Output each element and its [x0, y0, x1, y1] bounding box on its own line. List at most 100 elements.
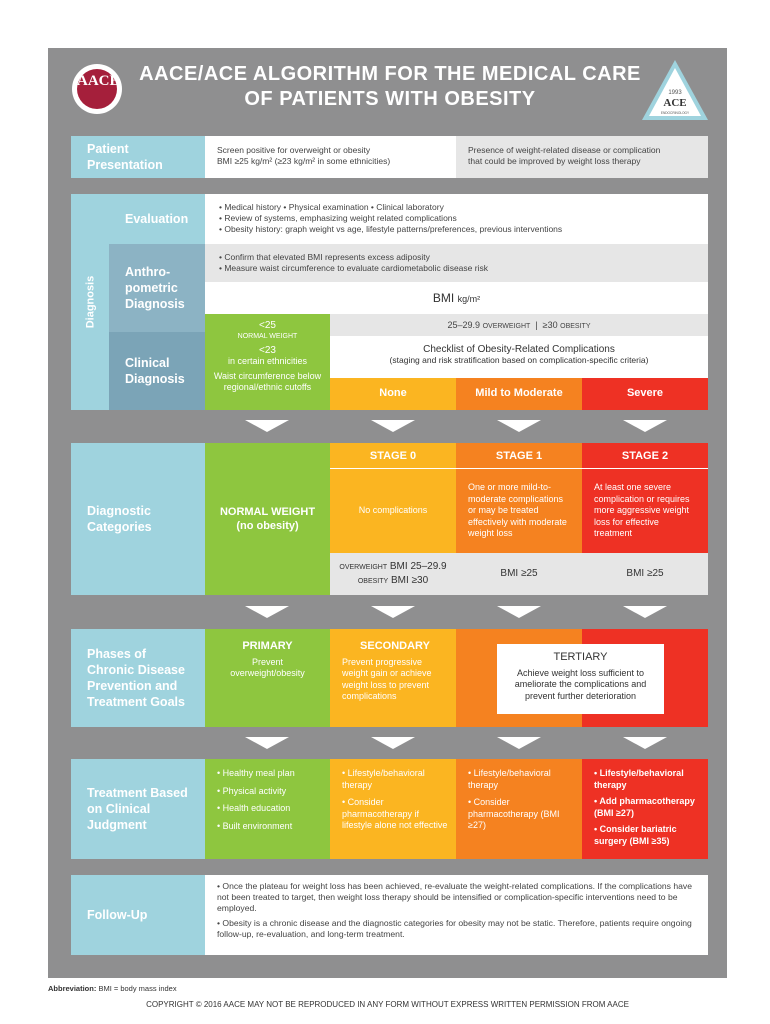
evaluation-item: • Medical history • Physical examination… — [219, 202, 444, 212]
secondary-phase: SECONDARY Prevent progressive weight gai… — [330, 629, 456, 727]
severity-none: None — [330, 378, 456, 410]
normal-ethnic-text: in certain ethnicities — [227, 356, 308, 366]
bmi-label: BMI — [432, 291, 455, 305]
flow-arrow — [245, 420, 289, 432]
label-line: Phases of — [87, 647, 147, 661]
flow-arrow — [245, 606, 289, 618]
bmi-value: BMI ≥30 — [390, 575, 429, 586]
flow-arrow — [497, 737, 541, 749]
bmi-value: BMI 25–29.9 — [389, 561, 447, 572]
ace-logo: 1993 ACE ENDOCRINOLOGY — [642, 60, 708, 120]
label-line: pometric — [125, 281, 178, 295]
flow-arrow — [497, 420, 541, 432]
copyright: COPYRIGHT © 2016 AACE MAY NOT BE REPRODU… — [146, 1000, 629, 1009]
treatment-item: Built environment — [217, 821, 324, 833]
tertiary-box: TERTIARY Achieve weight loss sufficient … — [497, 644, 664, 714]
svg-text:1993: 1993 — [668, 90, 682, 96]
treatment-item: Lifestyle/behavioral therapy — [468, 768, 574, 791]
bmi-range-obesity: ≥30 — [542, 320, 558, 330]
follow-up-content: Once the plateau for weight loss has bee… — [205, 875, 708, 955]
evaluation-item: • Obesity history: graph weight vs age, … — [219, 224, 563, 234]
obesity-tag: OBESITY — [357, 578, 389, 585]
tertiary-title: TERTIARY — [553, 651, 608, 663]
follow-up-item: Obesity is a chronic disease and the dia… — [217, 918, 696, 940]
flow-arrow — [497, 606, 541, 618]
normal-weight-bmi-cell: <25 NORMAL WEIGHT <23 in certain ethnici… — [205, 314, 330, 410]
secondary-description: Prevent progressive weight gain or achie… — [342, 656, 432, 702]
bmi-ranges: 25–29.9 OVERWEIGHT | ≥30 OBESITY — [330, 314, 708, 336]
treatment-stage-1: Lifestyle/behavioral therapy Consider ph… — [456, 759, 582, 859]
flow-arrow — [371, 420, 415, 432]
waist-circumference-text: Waist circumference below regional/ethni… — [213, 371, 322, 392]
label-line: Treatment Based — [87, 786, 188, 800]
label-line: Treatment Goals — [87, 695, 185, 709]
treatment-stage-0: Lifestyle/behavioral therapy Consider ph… — [330, 759, 456, 859]
checklist-header: Checklist of Obesity-Related Complicatio… — [330, 336, 708, 378]
title-line-2: OF PATIENTS WITH OBESITY — [244, 88, 536, 110]
text-line: Presence of weight-related disease or co… — [468, 145, 661, 155]
stage-0-description: No complications — [330, 469, 456, 553]
svg-text:ACE: ACE — [663, 97, 686, 109]
stage-0-bmi: OVERWEIGHT BMI 25–29.9 OBESITY BMI ≥30 — [330, 553, 456, 595]
abbreviation-label: Abbreviation: — [48, 984, 97, 993]
tertiary-description: Achieve weight loss sufficient to amelio… — [514, 667, 647, 701]
diagnosis-vertical-text: Diagnosis — [84, 275, 97, 329]
normal-weight-title: NORMAL WEIGHT — [219, 506, 316, 518]
bmi-range-overweight: 25–29.9 — [447, 320, 481, 330]
label-line: Anthro- — [125, 265, 171, 279]
anthropometric-content: • Confirm that elevated BMI represents e… — [205, 244, 708, 282]
evaluation-content: • Medical history • Physical examination… — [205, 194, 708, 244]
evaluation-label: Evaluation — [109, 194, 205, 244]
evaluation-item: • Review of systems, emphasizing weight … — [219, 213, 457, 223]
stage-2-header: STAGE 2 — [582, 443, 708, 469]
normal-weight-subtitle: (no obesity) — [236, 520, 299, 532]
bmi-unit: kg/m² — [457, 294, 481, 304]
severity-severe: Severe — [582, 378, 708, 410]
anthro-item: • Confirm that elevated BMI represents e… — [219, 252, 430, 262]
label-text: Evaluation — [125, 212, 189, 226]
label-line: Presentation — [87, 158, 163, 172]
primary-phase: PRIMARY Prevent overweight/obesity — [205, 629, 330, 727]
stage-2-description: At least one severe complication or requ… — [582, 469, 708, 553]
treatment-item: Consider bariatric surgery (BMI ≥35) — [594, 824, 700, 847]
overweight-tag: OVERWEIGHT — [339, 564, 388, 571]
flow-arrow — [371, 606, 415, 618]
flow-arrow — [623, 737, 667, 749]
label-line: Categories — [87, 520, 152, 534]
normal-bmi-alt: <23 — [259, 345, 276, 356]
label-line: Prevention and — [87, 679, 178, 693]
stage-0-header: STAGE 0 — [330, 443, 456, 469]
primary-description: Prevent overweight/obesity — [230, 656, 305, 679]
aace-seal-logo: AACE — [72, 64, 122, 114]
checklist-title: Checklist of Obesity-Related Complicatio… — [423, 344, 615, 355]
treatment-item: Lifestyle/behavioral therapy — [342, 768, 448, 791]
secondary-title: SECONDARY — [360, 640, 430, 652]
treatment-item: Add pharmacotherapy (BMI ≥27) — [594, 796, 700, 819]
primary-title: PRIMARY — [242, 640, 293, 652]
text-line: that could be improved by weight loss th… — [468, 156, 641, 166]
label-line: Diagnosis — [125, 297, 185, 311]
range-separator: | — [535, 320, 538, 330]
treatment-item: Healthy meal plan — [217, 768, 324, 780]
checklist-subtitle: (staging and risk stratification based o… — [389, 355, 649, 365]
treatment-item: Lifestyle/behavioral therapy — [594, 768, 700, 791]
obesity-tag: OBESITY — [560, 323, 591, 330]
label-text: Follow-Up — [87, 908, 148, 922]
diagnosis-side-label: Diagnosis — [71, 194, 109, 410]
treatment-item: Consider pharmacotherapy if lifestyle al… — [342, 797, 448, 832]
bmi-header: BMI kg/m² — [205, 282, 708, 314]
label-line: Clinical — [125, 356, 170, 370]
flow-arrow — [623, 606, 667, 618]
treatment-label: Treatment Based on Clinical Judgment — [71, 759, 205, 859]
stage-1-bmi: BMI ≥25 — [456, 553, 582, 595]
flow-arrow — [371, 737, 415, 749]
overweight-tag: OVERWEIGHT — [482, 323, 531, 330]
flow-arrow — [245, 737, 289, 749]
label-line: Chronic Disease — [87, 663, 185, 677]
flow-arrow — [623, 420, 667, 432]
presentation-screen-positive: Screen positive for overweight or obesit… — [205, 136, 456, 178]
